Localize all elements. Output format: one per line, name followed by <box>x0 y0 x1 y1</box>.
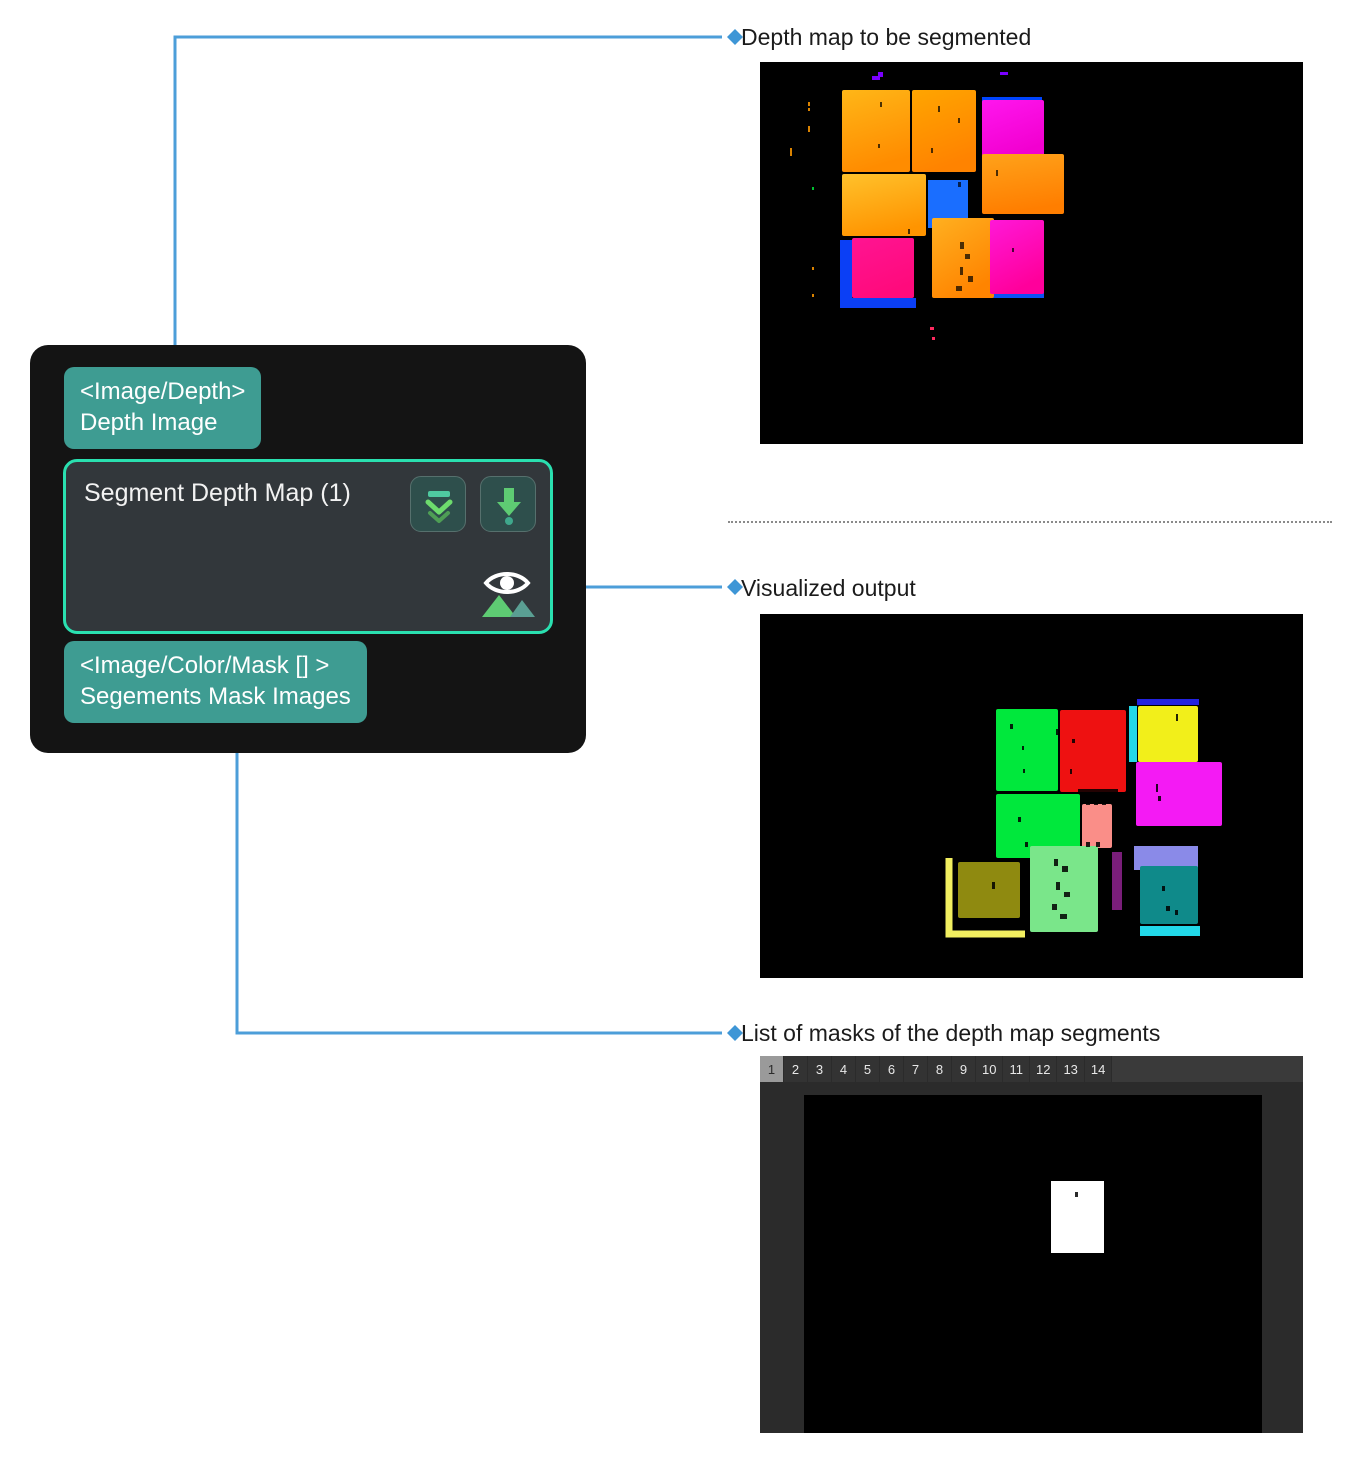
caption-mask-list: List of masks of the depth map segments <box>741 1020 1161 1046</box>
input-port-depth-image[interactable]: <Image/Depth> Depth Image <box>64 367 262 449</box>
visualized-output-image <box>760 614 1303 978</box>
mask-tab-4[interactable]: 4 <box>832 1056 856 1082</box>
download-button[interactable] <box>480 476 536 532</box>
mask-tab-9[interactable]: 9 <box>952 1056 976 1082</box>
mask-tab-3[interactable]: 3 <box>808 1056 832 1082</box>
mask-tab-5[interactable]: 5 <box>856 1056 880 1082</box>
section-separator <box>728 521 1332 523</box>
mask-tab-1[interactable]: 1 <box>760 1056 784 1082</box>
mask-tab-6[interactable]: 6 <box>880 1056 904 1082</box>
output-port-mask-images[interactable]: <Image/Color/Mask [] > Segements Mask Im… <box>64 641 367 723</box>
input-port-type: <Image/Depth> <box>80 378 246 405</box>
mask-region-speckle <box>1075 1192 1078 1197</box>
node-title: Segment Depth Map (1) <box>84 479 351 507</box>
mask-tab-12[interactable]: 12 <box>1029 1056 1058 1082</box>
output-port-name: Segements Mask Images <box>80 683 351 710</box>
mask-tab-8[interactable]: 8 <box>928 1056 952 1082</box>
node-body[interactable]: Segment Depth Map (1) <box>63 459 553 634</box>
mask-tab-13[interactable]: 13 <box>1057 1056 1085 1082</box>
download-arrow-icon <box>481 488 537 537</box>
mask-tab-14[interactable]: 14 <box>1084 1056 1113 1082</box>
mask-tab-10[interactable]: 10 <box>976 1056 1004 1082</box>
tab-strip-filler <box>1112 1056 1303 1082</box>
mask-list-viewer[interactable]: 1 2 3 4 5 6 7 8 9 10 11 12 13 14 <box>760 1056 1303 1433</box>
depth-map-image <box>760 62 1303 444</box>
input-port-name: Depth Image <box>80 409 218 436</box>
segment-depth-map-node[interactable]: <Image/Depth> Depth Image Segment Depth … <box>30 345 586 753</box>
mask-canvas <box>804 1095 1262 1433</box>
wire-mask-output <box>235 716 722 1035</box>
eye-image-preview-icon[interactable] <box>480 567 538 619</box>
mask-tab-11[interactable]: 11 <box>1003 1056 1030 1082</box>
collapse-button[interactable] <box>410 476 466 532</box>
caption-depth-map: Depth map to be segmented <box>741 24 1032 50</box>
mask-tab-2[interactable]: 2 <box>784 1056 808 1082</box>
collapse-chevrons-icon <box>411 491 467 537</box>
caption-visualized-output: Visualized output <box>741 575 916 601</box>
mask-tab-strip[interactable]: 1 2 3 4 5 6 7 8 9 10 11 12 13 14 <box>760 1056 1303 1082</box>
mask-tab-7[interactable]: 7 <box>904 1056 928 1082</box>
output-port-type: <Image/Color/Mask [] > <box>80 652 330 679</box>
wire-depth-input <box>173 35 722 372</box>
